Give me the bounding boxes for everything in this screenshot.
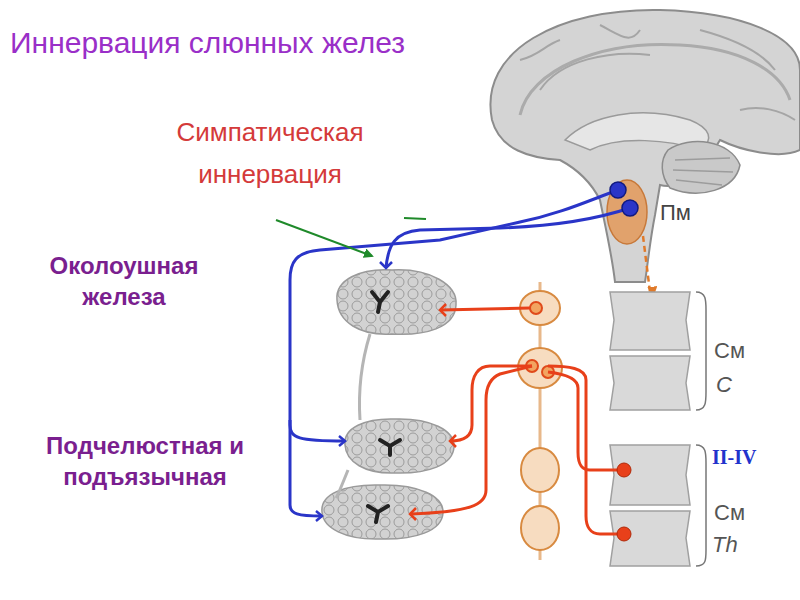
- region-label: См: [714, 338, 745, 363]
- parasympathetic-fibre: [290, 190, 630, 516]
- blue-synapse: [316, 262, 392, 521]
- salivary-glands: [322, 270, 456, 539]
- spinal-neuron: [617, 463, 631, 541]
- sympathetic-label: Симпатическая иннервация: [140, 112, 400, 195]
- red-synapse: [410, 304, 456, 520]
- region-label: См: [714, 500, 745, 525]
- pointer-tick: [404, 218, 426, 219]
- pointer-arrow: [276, 220, 372, 256]
- gland-label: Околоушная железа: [14, 250, 234, 312]
- bracket: [696, 292, 706, 566]
- title: Иннервация слюнных желез: [10, 26, 405, 61]
- brain: [490, 10, 800, 282]
- sympathetic-fibre: [410, 308, 622, 534]
- gland-label: Подчелюстная и подъязычная: [14, 430, 276, 492]
- spinal-segments: [610, 292, 690, 566]
- segment-label: II-IV: [712, 446, 756, 469]
- nucleus-neuron: [610, 182, 638, 216]
- sympathetic-ganglia: [518, 282, 562, 560]
- region-label: Th: [712, 532, 738, 557]
- descending-tract: [643, 236, 650, 292]
- region-label: C: [716, 372, 732, 397]
- region-label: Пм: [660, 200, 691, 225]
